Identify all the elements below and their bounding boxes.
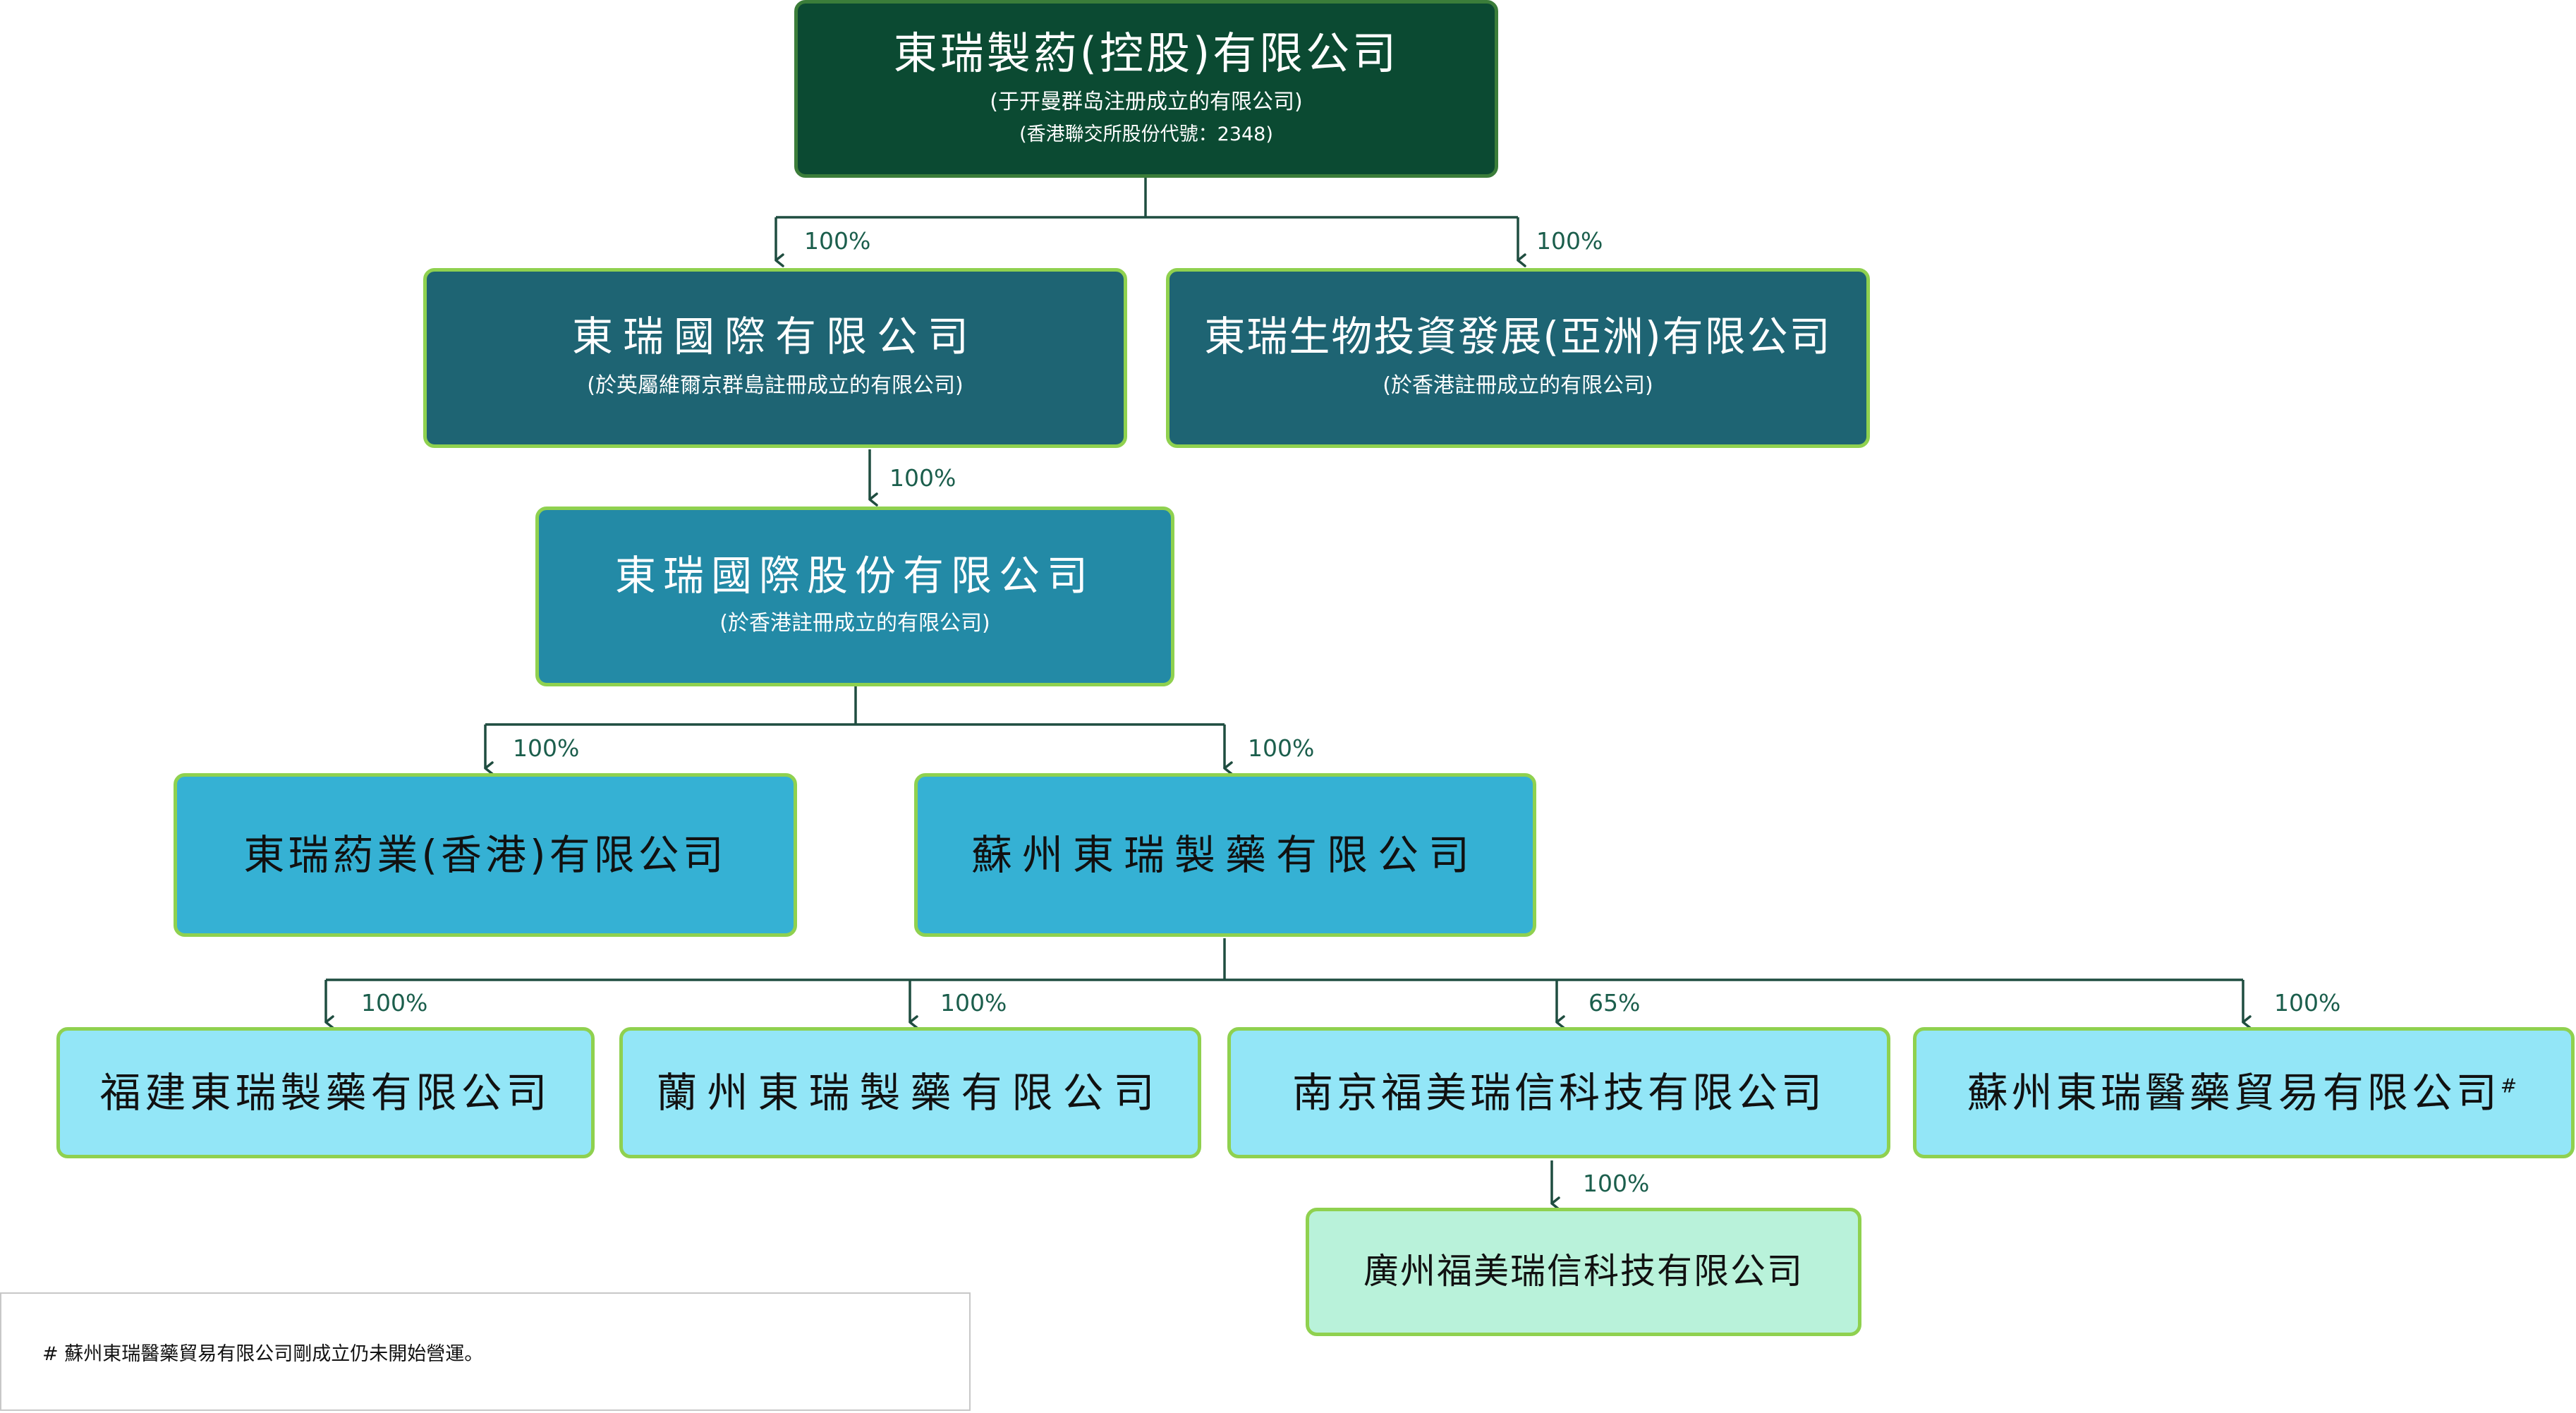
pct-suzhou-nanjing: 65%	[1588, 989, 1641, 1017]
node-holding-subtitle: (于开曼群岛注册成立的有限公司)	[990, 90, 1303, 115]
node-hk-pharma: 東瑞葯業(香港)有限公司	[174, 773, 797, 937]
node-nanjing: 南京福美瑞信科技有限公司	[1227, 1027, 1890, 1158]
pct-holding-intl: 100%	[804, 227, 871, 255]
node-hk-pharma-name: 東瑞葯業(香港)有限公司	[243, 830, 727, 879]
node-fujian-name: 福建東瑞製藥有限公司	[99, 1068, 552, 1117]
pct-suzhou-fujian: 100%	[361, 989, 428, 1017]
node-suzhou-trade-label: 蘇州東瑞醫藥貿易有限公司	[1967, 1068, 2501, 1117]
pct-intl-shares: 100%	[889, 464, 956, 492]
node-guangzhou-name: 廣州福美瑞信科技有限公司	[1363, 1251, 1804, 1292]
node-intl-subtitle: (於英屬維爾京群島註冊成立的有限公司)	[587, 372, 964, 398]
pct-shares-suzhou: 100%	[1248, 734, 1315, 762]
node-intl-shares: 東瑞國際股份有限公司 (於香港註冊成立的有限公司)	[535, 507, 1174, 686]
pct-holding-biotech: 100%	[1536, 227, 1603, 255]
pct-suzhou-lanzhou: 100%	[940, 989, 1007, 1017]
node-holding: 東瑞製葯(控股)有限公司 (于开曼群岛注册成立的有限公司) (香港聯交所股份代號…	[794, 0, 1498, 178]
node-intl-shares-subtitle: (於香港註冊成立的有限公司)	[719, 610, 990, 636]
node-biotech-subtitle: (於香港註冊成立的有限公司)	[1383, 372, 1653, 398]
footnote-text: # 蘇州東瑞醫藥貿易有限公司剛成立仍未開始營運。	[42, 1342, 484, 1365]
node-biotech-name: 東瑞生物投資發展(亞洲)有限公司	[1204, 313, 1832, 361]
node-suzhou-trade: 蘇州東瑞醫藥貿易有限公司#	[1913, 1027, 2575, 1158]
footnote-mark: #	[2500, 1074, 2521, 1098]
node-lanzhou: 蘭州東瑞製藥有限公司	[619, 1027, 1201, 1158]
node-fujian: 福建東瑞製藥有限公司	[56, 1027, 595, 1158]
node-holding-stock-code: (香港聯交所股份代號：2348)	[1019, 123, 1273, 146]
node-intl-shares-name: 東瑞國際股份有限公司	[614, 552, 1095, 600]
node-intl: 東瑞國際有限公司 (於英屬維爾京群島註冊成立的有限公司)	[423, 268, 1127, 448]
node-nanjing-name: 南京福美瑞信科技有限公司	[1292, 1068, 1825, 1117]
node-holding-name: 東瑞製葯(控股)有限公司	[893, 27, 1399, 79]
node-suzhou-pharma-name: 蘇州東瑞製藥有限公司	[971, 830, 1479, 879]
pct-nanjing-guangzhou: 100%	[1583, 1170, 1650, 1197]
pct-suzhou-trade: 100%	[2274, 989, 2341, 1017]
node-guangzhou: 廣州福美瑞信科技有限公司	[1306, 1208, 1861, 1336]
footnote-box: # 蘇州東瑞醫藥貿易有限公司剛成立仍未開始營運。	[0, 1292, 971, 1411]
pct-shares-hk: 100%	[513, 734, 580, 762]
node-suzhou-trade-name: 蘇州東瑞醫藥貿易有限公司#	[1967, 1069, 2520, 1117]
node-intl-name: 東瑞國際有限公司	[571, 313, 978, 361]
node-biotech: 東瑞生物投資發展(亞洲)有限公司 (於香港註冊成立的有限公司)	[1166, 268, 1870, 448]
node-lanzhou-name: 蘭州東瑞製藥有限公司	[656, 1068, 1165, 1117]
node-suzhou-pharma: 蘇州東瑞製藥有限公司	[914, 773, 1536, 937]
